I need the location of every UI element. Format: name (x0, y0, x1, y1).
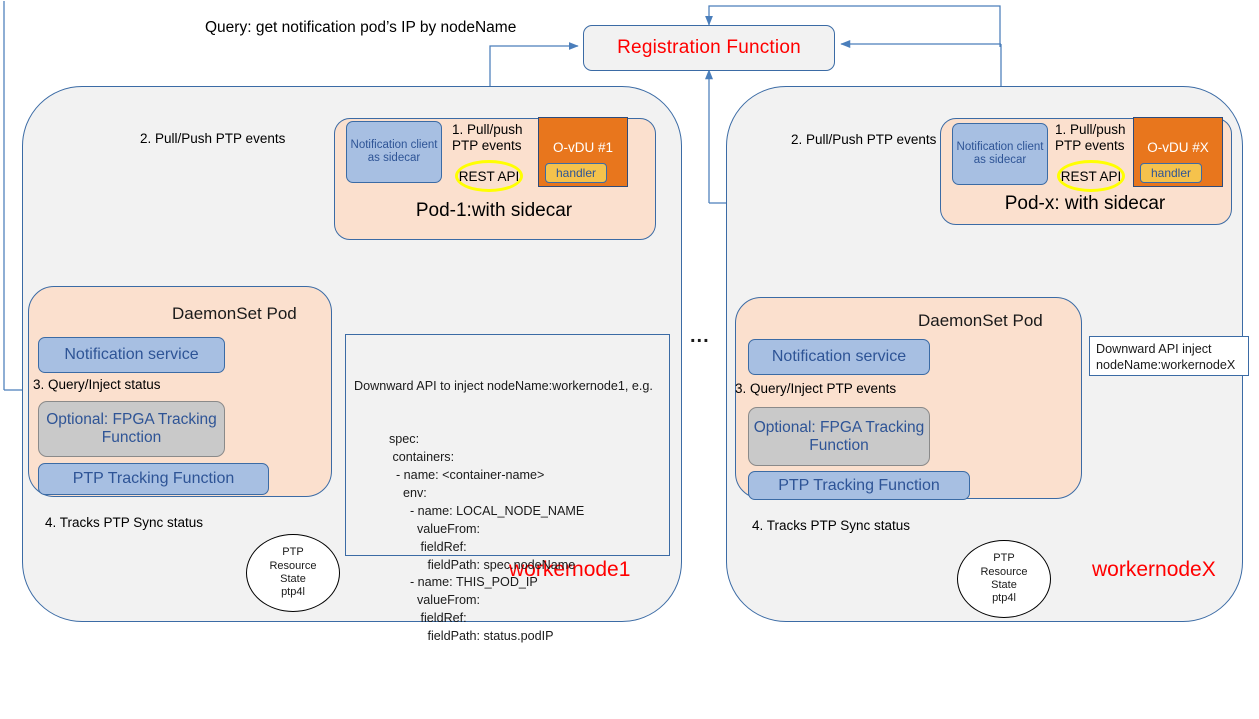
ptp-resource-state-x-line-3: ptp4l (992, 592, 1016, 605)
notification-service-1[interactable]: Notification service (38, 337, 225, 373)
rest-api-highlight-right: REST API (1057, 160, 1125, 192)
notification-client-sidecar-x[interactable]: Notification client as sidecar (952, 123, 1048, 185)
registration-function-label: Registration Function (617, 37, 801, 58)
ptp-resource-state-x-line-1: Resource (980, 565, 1028, 578)
downward-api-box-right: Downward API inject nodeName:workernodeX (1089, 336, 1249, 376)
ptp-resource-state-1: PTP Resource State ptp4l (246, 534, 340, 612)
annot-4-tracks-sync-left: 4. Tracks PTP Sync status (45, 515, 204, 530)
notification-service-1-label: Notification service (64, 346, 199, 364)
rest-api-label-right: REST API (1060, 168, 1122, 184)
query-top-label: Query: get notification pod’s IP by node… (205, 19, 517, 36)
ptp-tracking-function-x-label: PTP Tracking Function (778, 476, 940, 494)
annot-3-query-inject-left: 3. Query/Inject status (33, 377, 161, 392)
ptp-resource-state-x-line-0: PTP (993, 552, 1015, 565)
o-vdu-x-box[interactable]: O-vDU #X handler (1133, 117, 1223, 187)
ptp-resource-state-1-line-0: PTP (282, 546, 304, 559)
ptp-tracking-function-x[interactable]: PTP Tracking Function (748, 471, 970, 500)
rest-api-highlight-left: REST API (455, 160, 523, 192)
o-vdu-1-box[interactable]: O-vDU #1 handler (538, 117, 628, 187)
registration-function-box[interactable]: Registration Function (583, 25, 835, 71)
handler-1-label: handler (555, 166, 597, 180)
handler-1-box[interactable]: handler (545, 163, 607, 183)
ptp-resource-state-x-line-2: State (991, 579, 1017, 591)
worker-node-1-label: workernode1 (509, 558, 631, 581)
o-vdu-x-label: O-vDU #X (1147, 140, 1209, 155)
optional-fpga-tracking-function-1[interactable]: Optional: FPGA Tracking Function (38, 401, 225, 457)
downward-api-yaml-body: spec: containers: - name: <container-nam… (388, 432, 585, 643)
downward-api-yaml-box: Downward API to inject nodeName:workerno… (345, 334, 670, 643)
ptp-resource-state-1-line-2: State (280, 573, 306, 585)
pod-1-title: Pod-1:with sidecar (415, 200, 573, 221)
daemonset-pod-x-title: DaemonSet Pod (918, 311, 1043, 330)
notification-service-x[interactable]: Notification service (748, 339, 930, 375)
ptp-resource-state-1-line-3: ptp4l (281, 586, 305, 599)
annot-2-pull-push-left: 2. Pull/Push PTP events (140, 131, 286, 146)
ptp-tracking-function-1-label: PTP Tracking Function (72, 470, 235, 488)
o-vdu-1-label: O-vDU #1 (552, 140, 613, 155)
annot-4-tracks-sync-right: 4. Tracks PTP Sync status (752, 518, 911, 533)
annot-1-pull-push-right: 1. Pull/push PTP events (1055, 122, 1126, 154)
ptp-resource-state-x: PTP Resource State ptp4l (957, 540, 1051, 618)
pod-x-title: Pod-x: with sidecar (1004, 193, 1166, 214)
notification-service-x-label: Notification service (771, 348, 907, 366)
annot-2-pull-push-right: 2. Pull/Push PTP events (791, 132, 937, 147)
notification-client-sidecar-x-label: Notification client as sidecar (956, 141, 1044, 166)
notification-client-sidecar-1[interactable]: Notification client as sidecar (346, 121, 442, 183)
daemonset-pod-1 (28, 286, 332, 497)
optional-fpga-tracking-function-1-label: Optional: FPGA Tracking Function (46, 411, 217, 446)
daemonset-pod-1-title: DaemonSet Pod (172, 304, 297, 323)
optional-fpga-tracking-function-x-label: Optional: FPGA Tracking Function (753, 418, 925, 454)
notification-client-sidecar-1-label: Notification client as sidecar (350, 139, 438, 164)
ptp-tracking-function-1[interactable]: PTP Tracking Function (38, 463, 269, 495)
nodes-ellipsis: ... (690, 325, 710, 347)
worker-node-x-label: workernodeX (1092, 558, 1216, 581)
handler-x-box[interactable]: handler (1140, 163, 1202, 183)
optional-fpga-tracking-function-x[interactable]: Optional: FPGA Tracking Function (748, 407, 930, 466)
handler-x-label: handler (1150, 166, 1192, 180)
ptp-resource-state-1-line-1: Resource (269, 559, 317, 572)
rest-api-label-left: REST API (458, 168, 520, 184)
downward-api-yaml-header: Downward API to inject nodeName:workerno… (354, 378, 653, 393)
annot-1-pull-push-left: 1. Pull/push PTP events (452, 122, 523, 154)
annot-3-query-inject-right: 3. Query/Inject PTP events (735, 381, 897, 396)
